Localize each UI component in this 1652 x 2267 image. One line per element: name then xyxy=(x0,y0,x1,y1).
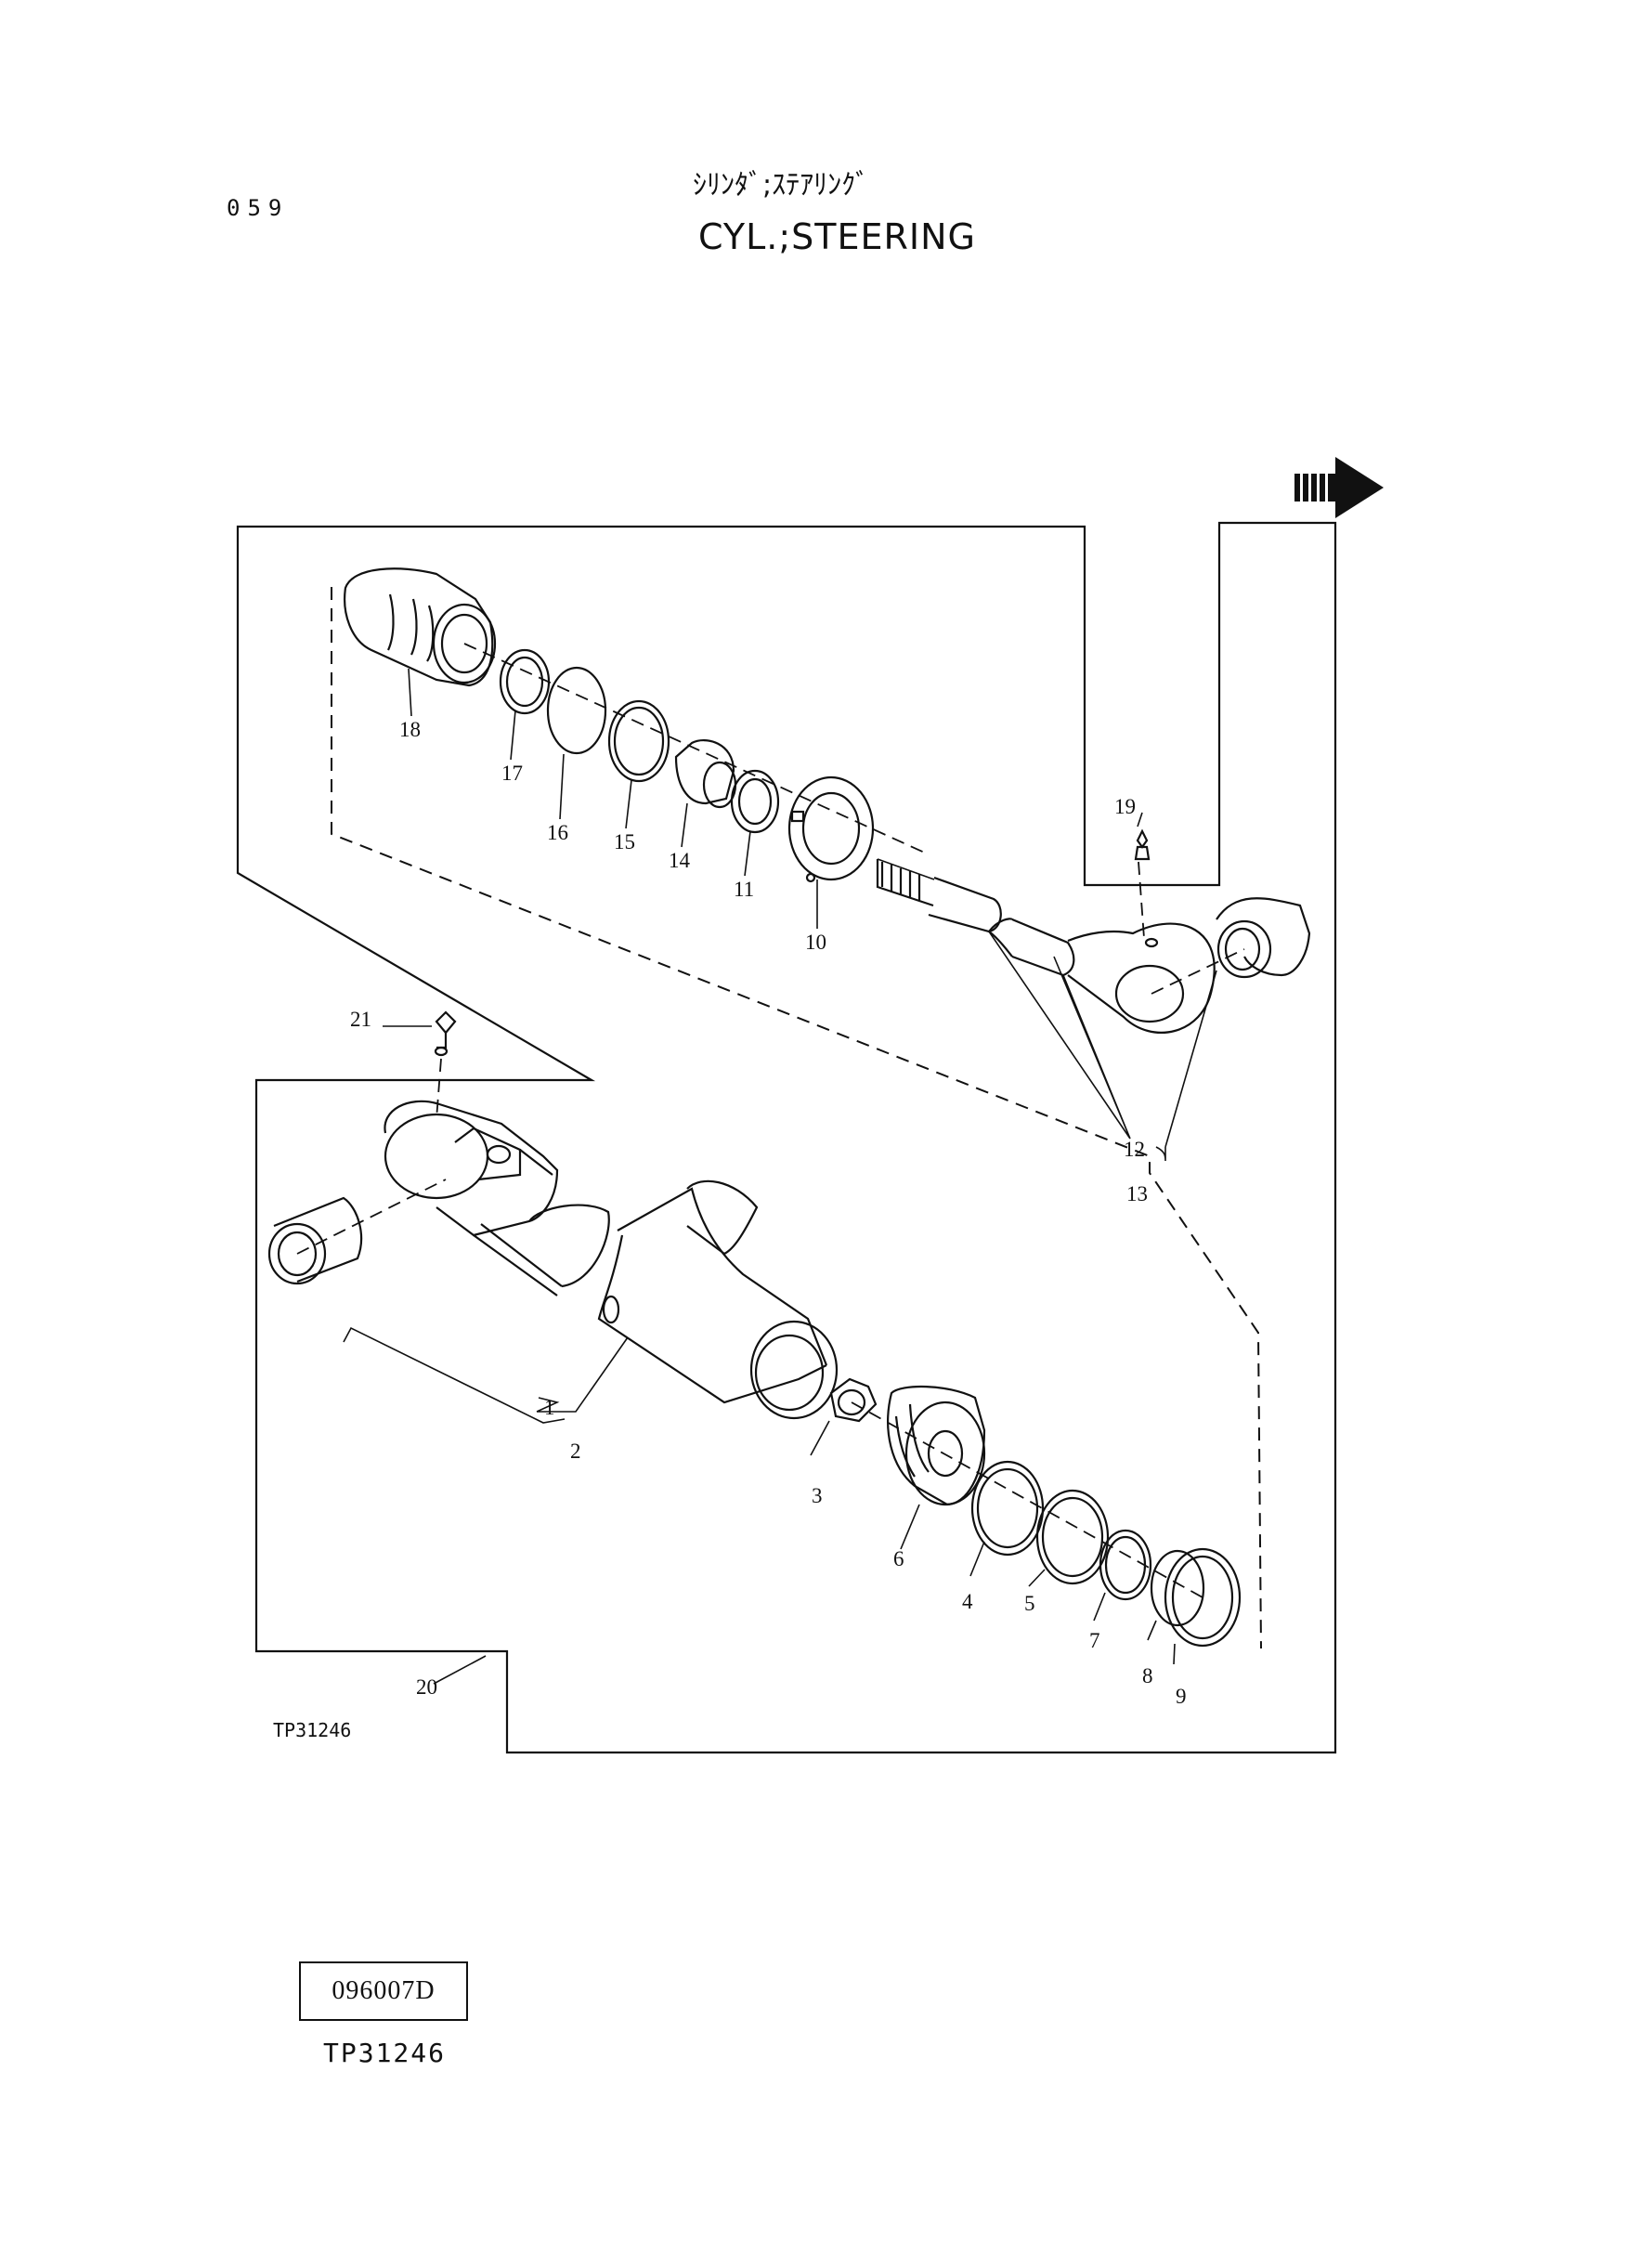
kit-boundary xyxy=(236,521,1337,1754)
continue-arrow-icon[interactable] xyxy=(1294,455,1387,520)
part-label-19: 19 xyxy=(1114,795,1136,818)
part-19-grease-fitting xyxy=(1134,828,1151,861)
part-10-nut xyxy=(787,775,875,883)
part-15-ring xyxy=(607,699,670,783)
part-label-6: 6 xyxy=(893,1547,904,1570)
part-label-15: 15 xyxy=(614,830,635,853)
part-11-seal xyxy=(730,769,780,834)
part-label-8: 8 xyxy=(1142,1664,1153,1687)
part-label-1: 1 xyxy=(544,1396,555,1419)
bottom-reference-code: TP31246 xyxy=(323,2038,447,2068)
part-label-10: 10 xyxy=(805,931,826,954)
part-5-ring xyxy=(1035,1489,1110,1585)
part-12-bushing xyxy=(1216,897,1311,979)
figure-code: TP31246 xyxy=(273,1719,351,1741)
part-label-9: 9 xyxy=(1176,1685,1187,1708)
part-6-piston xyxy=(887,1386,986,1506)
part-label-7: 7 xyxy=(1089,1629,1100,1652)
part-9-ring xyxy=(1164,1547,1242,1648)
part-18-cylinder-head xyxy=(344,567,497,687)
title-japanese: ｼﾘﾝﾀﾞ;ｽﾃｱﾘﾝｸﾞ xyxy=(693,169,870,202)
part-2-cylinder-tube xyxy=(384,1100,839,1420)
part-label-12: 12 xyxy=(1124,1138,1145,1161)
part-label-20: 20 xyxy=(416,1675,437,1699)
title-english: CYL.;STEERING xyxy=(698,216,976,257)
part-label-5: 5 xyxy=(1024,1592,1035,1615)
part-13-rod-eye xyxy=(1067,922,1216,1034)
part-4-ring xyxy=(970,1460,1045,1557)
part-13-rod xyxy=(876,858,1075,977)
part-21-grease-fitting xyxy=(434,1010,457,1057)
part-14-bushing xyxy=(674,739,737,809)
part-1-bushing xyxy=(267,1196,362,1285)
part-8-ring xyxy=(1150,1549,1205,1627)
part-label-17: 17 xyxy=(501,762,523,785)
catalog-code-box: 096007D xyxy=(299,1961,468,2021)
part-label-11: 11 xyxy=(734,878,754,901)
part-label-3: 3 xyxy=(812,1484,823,1507)
part-label-2: 2 xyxy=(570,1440,581,1463)
part-label-14: 14 xyxy=(669,849,691,872)
part-label-13: 13 xyxy=(1126,1182,1148,1205)
part-label-4: 4 xyxy=(962,1590,973,1613)
seal-kit-outline xyxy=(331,587,1262,1649)
part-label-21: 21 xyxy=(350,1008,371,1031)
part-label-18: 18 xyxy=(399,718,421,741)
part-3-nut xyxy=(829,1377,878,1423)
part-17-ring xyxy=(499,648,551,715)
part-16-o-ring xyxy=(546,666,607,755)
page-number: 059 xyxy=(227,195,290,221)
part-label-16: 16 xyxy=(547,821,568,844)
